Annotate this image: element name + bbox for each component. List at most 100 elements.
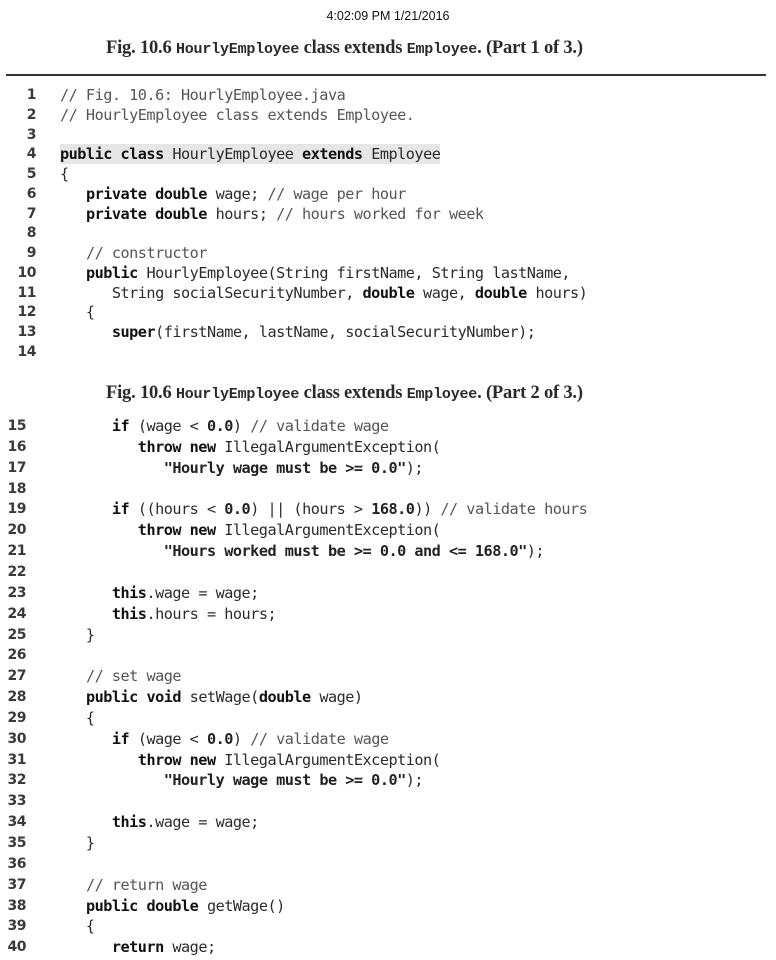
keyword: public <box>85 263 138 282</box>
line-number: 20 <box>7 522 27 539</box>
keyword: return <box>111 938 164 957</box>
highlighted-code-text: public class HourlyEmployee extends Empl… <box>60 144 441 165</box>
comment: // constructor <box>85 244 208 262</box>
code-token: hours) <box>526 283 588 302</box>
line-number: 15 <box>7 418 27 434</box>
keyword: if <box>111 417 130 435</box>
code-token <box>60 500 112 518</box>
line-number: 11 <box>17 284 37 301</box>
code-token: { <box>60 917 95 936</box>
code-text: return wage; <box>60 937 216 957</box>
code-token <box>60 771 164 789</box>
line-number: 5 <box>26 166 37 182</box>
keyword: double <box>258 688 311 707</box>
line-number: 2 <box>26 106 37 123</box>
code-token: setWage( <box>181 688 260 707</box>
line-number: 7 <box>26 205 37 222</box>
code-text: // return wage <box>60 875 208 895</box>
keyword: this <box>111 604 147 623</box>
code-text: // HourlyEmployee class extends Employee… <box>60 105 415 125</box>
literal: 0.0 <box>224 500 251 519</box>
code-token <box>60 730 112 748</box>
keyword: throw new <box>137 750 216 769</box>
code-token <box>60 667 86 685</box>
caption-prefix: Fig. 10.6 <box>106 383 176 403</box>
code-text: "Hourly wage must be >= 0.0"); <box>60 458 424 478</box>
code-token: hours; <box>206 204 277 223</box>
line-number: 38 <box>7 897 27 914</box>
code-token: IllegalArgumentException( <box>215 750 441 769</box>
line-number: 13 <box>17 324 37 340</box>
caption-class-name: HourlyEmployee <box>175 386 300 403</box>
line-number: 8 <box>26 225 37 242</box>
code-token: IllegalArgumentException( <box>215 437 441 456</box>
code-token <box>60 244 86 262</box>
line-number: 10 <box>17 264 37 281</box>
code-token: IllegalArgumentException( <box>215 521 441 540</box>
code-token <box>60 876 86 894</box>
literal: 168.0 <box>371 500 415 519</box>
line-number: 34 <box>7 814 27 831</box>
code-text: { <box>60 916 95 936</box>
caption-suffix: . (Part 1 of 3.) <box>477 38 583 58</box>
code-token: wage, <box>414 283 475 302</box>
code-text: private double wage; // wage per hour <box>60 184 406 204</box>
line-number: 12 <box>17 304 37 321</box>
line-number: 23 <box>7 584 27 601</box>
code-token: ); <box>405 458 424 477</box>
keyword: throw new <box>137 521 216 540</box>
code-text: this.hours = hours; <box>60 604 277 624</box>
code-token: getWage() <box>198 896 285 915</box>
figure-caption-part-2: Fig. 10.6 HourlyEmployee class extends E… <box>106 383 583 404</box>
line-number: 30 <box>7 730 27 747</box>
line-number: 28 <box>7 689 27 706</box>
code-token <box>60 584 112 602</box>
keyword: double <box>362 283 415 302</box>
code-token <box>60 813 112 831</box>
code-text: this.wage = wage; <box>60 812 259 832</box>
keyword: if <box>111 500 130 519</box>
comment: // set wage <box>85 667 182 686</box>
literal: "Hourly wage must be >= 0.0" <box>163 771 407 790</box>
code-token <box>60 417 112 435</box>
comment: // validate hours <box>440 500 588 519</box>
code-token: { <box>60 303 95 322</box>
keyword: this <box>111 813 147 832</box>
keyword: super <box>111 323 156 341</box>
code-token: HourlyEmployee <box>163 145 303 164</box>
literal: 0.0 <box>206 417 233 435</box>
code-token: wage) <box>310 688 363 707</box>
code-text: { <box>60 164 69 184</box>
code-token <box>60 205 86 223</box>
code-text: if (wage < 0.0) // validate wage <box>60 416 389 436</box>
code-token <box>60 542 164 560</box>
line-number: 25 <box>7 626 27 643</box>
code-text: { <box>60 302 95 322</box>
code-token: (firstName, lastName, socialSecurityNumb… <box>155 323 536 341</box>
caption-mid: class extends <box>299 383 407 403</box>
code-text: throw new IllegalArgumentException( <box>60 520 441 540</box>
print-timestamp: 4:02:09 PM 1/21/2016 <box>326 9 450 23</box>
code-token: ) || (hours > <box>250 500 372 519</box>
keyword: if <box>111 729 130 748</box>
code-text: private double hours; // hours worked fo… <box>60 204 484 224</box>
code-token: ) <box>232 417 251 435</box>
keyword: private double <box>85 204 208 223</box>
code-token: .wage = wage; <box>146 813 259 832</box>
code-token: ); <box>526 542 545 561</box>
code-token: } <box>60 625 95 644</box>
keyword: this <box>111 583 147 602</box>
line-number: 39 <box>7 918 27 935</box>
code-token <box>60 751 138 769</box>
code-text: if ((hours < 0.0) || (hours > 168.0)) //… <box>60 499 588 519</box>
code-text: public double getWage() <box>60 896 285 916</box>
keyword: extends <box>302 145 363 164</box>
code-token: .hours = hours; <box>146 604 277 623</box>
code-token: ) <box>232 729 251 748</box>
line-number: 3 <box>26 126 37 143</box>
comment: // validate wage <box>250 417 389 435</box>
line-number: 16 <box>7 438 27 455</box>
code-text: throw new IllegalArgumentException( <box>60 437 441 457</box>
code-token <box>60 897 86 915</box>
code-text: "Hours worked must be >= 0.0 and <= 168.… <box>60 541 545 561</box>
